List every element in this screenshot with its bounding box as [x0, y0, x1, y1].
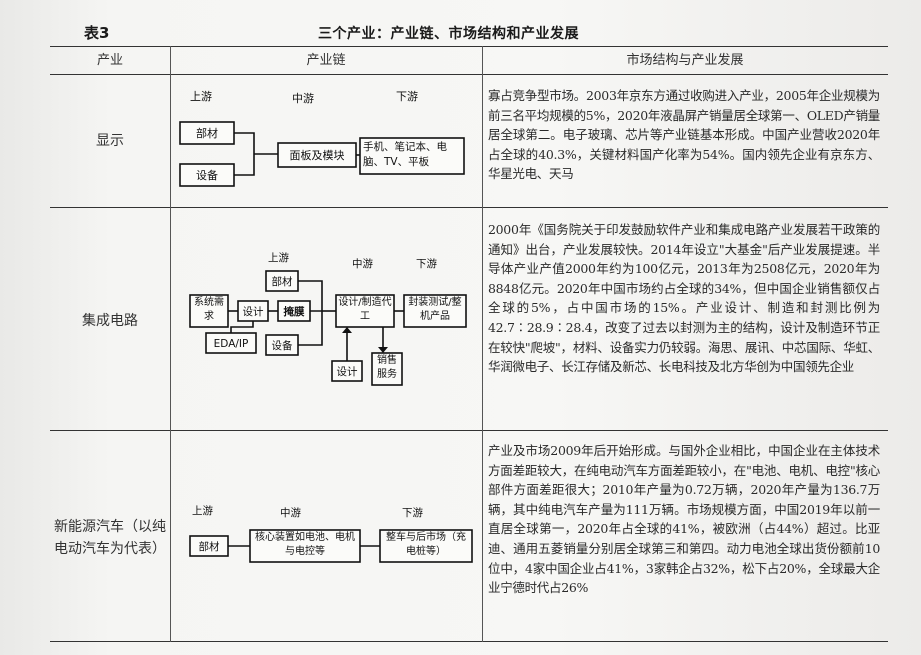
market-nev-text: 产业及市场2009年后开始形成。与国外企业相比，中国企业在主体技术方面差距较大，… [488, 443, 880, 596]
box-system-demand-text: 系统需求 [194, 297, 224, 322]
ic-stage-upstream: 上游 [268, 251, 289, 264]
table-title: 三个产业：产业链、市场结构和产业发展 [318, 26, 579, 42]
box-foundry-text: 设计/制造代工 [338, 297, 392, 322]
box-packaging [403, 294, 467, 328]
box-foundry [335, 294, 395, 328]
box-system-demand-label: 系统需求 [194, 297, 224, 322]
box-design-2-label: 设计 [337, 365, 358, 378]
row-divider-1 [50, 207, 888, 208]
column-divider-1 [170, 46, 171, 642]
connector-upstream [234, 132, 255, 176]
box-design-label: 设计 [243, 305, 264, 318]
box-devices-label: 手机、笔记本、电脑、TV、平板 [363, 141, 447, 168]
ic-stage-midstream: 中游 [352, 257, 373, 270]
ic-chain-diagram: 上游 中游 下游 系统需求 EDA/IP 设计 掩膜 部材 设备 设计/制造代工… [189, 251, 467, 386]
conn-mask-equipment [298, 311, 323, 346]
box-devices-text: 手机、笔记本、电脑、TV、平板 [363, 141, 447, 168]
box-system-demand [189, 294, 229, 328]
table-bottom-rule [50, 641, 888, 642]
column-divider-2 [482, 46, 483, 642]
table-frame [50, 46, 888, 642]
row-divider-2 [50, 430, 888, 431]
header-rule [50, 74, 888, 75]
conn-eda-design [230, 321, 254, 333]
stage-midstream: 中游 [292, 92, 314, 105]
box-devices [359, 137, 465, 175]
box-ic-equipment-label: 设备 [272, 339, 293, 352]
box-mask-label: 掩膜 [284, 305, 305, 318]
header-market: 市场结构与产业发展 [626, 53, 744, 68]
nev-stage-upstream: 上游 [192, 504, 213, 517]
arrowhead-down [378, 347, 388, 353]
market-ic-text: 2000年《国务院关于印发鼓励软件产业和集成电路产业发展若干政策的通知》出台，产… [488, 222, 880, 375]
box-vehicle-aftermarket-text: 整车与后市场（充电桩等） [386, 532, 466, 557]
nev-stage-downstream: 下游 [402, 506, 423, 519]
box-nev-materials-label: 部材 [199, 540, 220, 553]
box-sales-service-label: 销售服务 [377, 355, 397, 380]
box-core-components-label: 核心装置如电池、电机与电控等 [255, 532, 355, 557]
conn-mask-materials [298, 280, 323, 312]
box-vehicle-aftermarket [379, 529, 473, 563]
box-materials-label: 部材 [196, 126, 218, 140]
box-core-components-text: 核心装置如电池、电机与电控等 [255, 532, 355, 557]
market-display-text: 寡占竞争型市场。2003年京东方通过收购进入产业，2005年企业规模为前三名平均… [488, 88, 880, 182]
box-equipment-label: 设备 [196, 168, 218, 182]
box-foundry-label: 设计/制造代工 [338, 297, 392, 322]
header-industry: 产业 [96, 53, 123, 68]
industry-ic: 集成电路 [82, 313, 138, 329]
industry-nev: 新能源汽车（以纯电动汽车为代表） [54, 519, 166, 557]
header-chain: 产业链 [306, 53, 346, 68]
box-core-components [249, 529, 361, 563]
box-ic-materials-label: 部材 [272, 275, 293, 288]
stage-upstream: 上游 [190, 90, 212, 103]
nev-chain-diagram: 上游 中游 下游 部材 核心装置如电池、电机与电控等 整车与后市场（充电桩等） [189, 504, 473, 563]
stage-downstream: 下游 [396, 90, 418, 103]
ic-stage-downstream: 下游 [416, 257, 437, 270]
industry-display: 显示 [96, 133, 124, 149]
table-label: 表3 [84, 24, 110, 42]
box-eda-ip-label: EDA/IP [214, 338, 249, 350]
box-packaging-text: 封装测试/整机产品 [408, 297, 462, 322]
display-chain-diagram: 上游 中游 下游 部材 设备 面板及模块 手机、笔记本、电脑、TV、平板 [179, 90, 465, 187]
box-sales-service [371, 352, 403, 386]
table-top-rule [50, 46, 888, 47]
box-vehicle-aftermarket-label: 整车与后市场（充电桩等） [386, 532, 466, 557]
box-panel-module-label: 面板及模块 [290, 148, 345, 162]
box-packaging-label: 封装测试/整机产品 [408, 297, 462, 322]
nev-stage-midstream: 中游 [280, 506, 301, 519]
arrowhead-up [342, 327, 352, 333]
box-sales-service-text: 销售服务 [377, 355, 397, 380]
